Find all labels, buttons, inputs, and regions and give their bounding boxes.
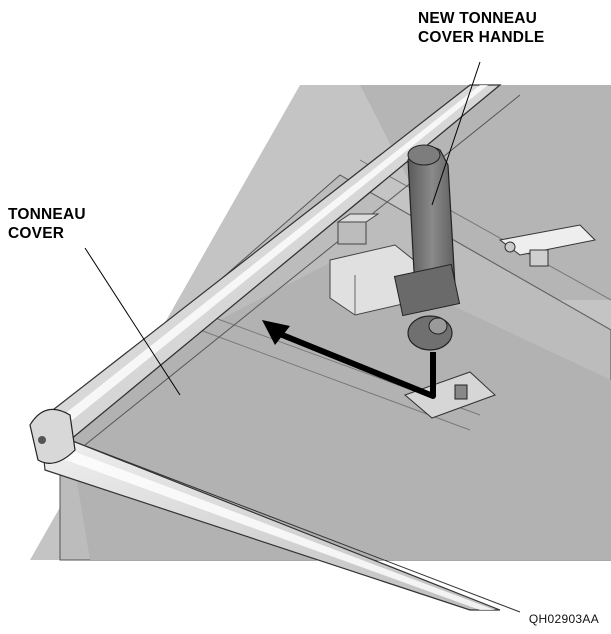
cover-callout-label: TONNEAU COVER bbox=[8, 205, 86, 243]
cover-callout-line-2: COVER bbox=[8, 225, 65, 242]
cover-leader-line bbox=[84, 247, 181, 396]
handle-callout-label: NEW TONNEAU COVER HANDLE bbox=[418, 9, 544, 47]
right-bracket bbox=[498, 224, 597, 267]
latch-plate bbox=[404, 371, 496, 419]
figure-code: QH02903AA bbox=[528, 612, 599, 626]
handle-callout-line-2: COVER HANDLE bbox=[418, 29, 545, 46]
tonneau-cover-handle bbox=[393, 144, 461, 351]
side-rail bbox=[38, 84, 521, 446]
tonneau-cover-panel bbox=[59, 159, 611, 561]
handle-leader-line bbox=[431, 61, 481, 206]
slide-direction-arrow bbox=[262, 320, 436, 399]
cover-callout-line-1: TONNEAU bbox=[8, 206, 86, 223]
corner-cap bbox=[29, 408, 76, 464]
handle-callout-line-1: NEW TONNEAU bbox=[418, 10, 538, 27]
